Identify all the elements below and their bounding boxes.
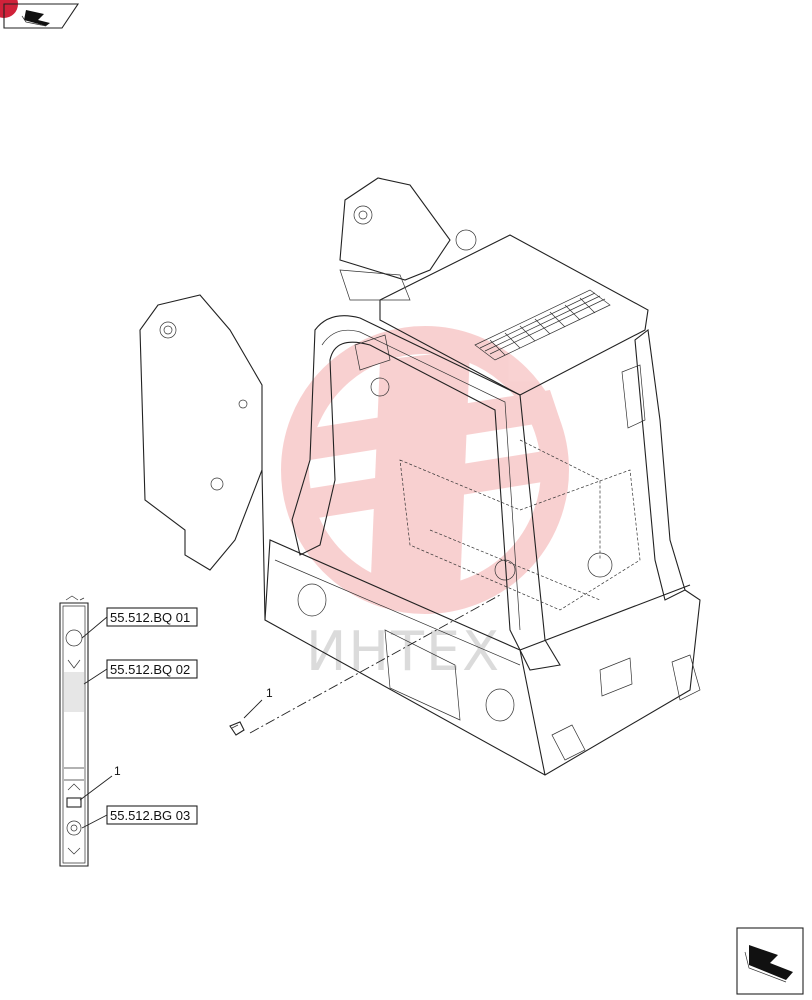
- callout-number: 1: [266, 686, 273, 700]
- assembly-centerline: [249, 594, 501, 734]
- corner-badge-icon: [0, 0, 18, 18]
- top-nav-tab[interactable]: [0, 0, 80, 29]
- callout-leader: [243, 699, 263, 719]
- ref-label-bq01: 55.512.BQ 01: [110, 610, 190, 625]
- ref-label-bq02: 55.512.BQ 02: [110, 662, 190, 677]
- next-page-arrow-icon: [21, 10, 50, 27]
- ref-box-bg03[interactable]: 55.512.BG 03: [106, 805, 198, 825]
- next-page-arrow-icon: [744, 945, 793, 983]
- ref-box-bq01[interactable]: 55.512.BQ 01: [106, 607, 198, 627]
- strip-callout-leader: [79, 775, 113, 801]
- watermark-logo: [281, 326, 569, 614]
- ref-leader-3: [81, 814, 108, 829]
- ref-leader-1: [81, 616, 108, 639]
- ref-box-bq02[interactable]: 55.512.BQ 02: [106, 659, 198, 679]
- reference-strip: [59, 595, 89, 867]
- strip-callout-number: 1: [114, 764, 121, 778]
- machine-frame: [139, 177, 701, 776]
- exploded-part[interactable]: [229, 721, 245, 736]
- watermark-text: ИНТЕХ: [306, 620, 501, 683]
- ref-leader-2: [83, 668, 108, 685]
- ref-label-bg03: 55.512.BG 03: [110, 808, 190, 823]
- bottom-nav-button[interactable]: [736, 927, 804, 995]
